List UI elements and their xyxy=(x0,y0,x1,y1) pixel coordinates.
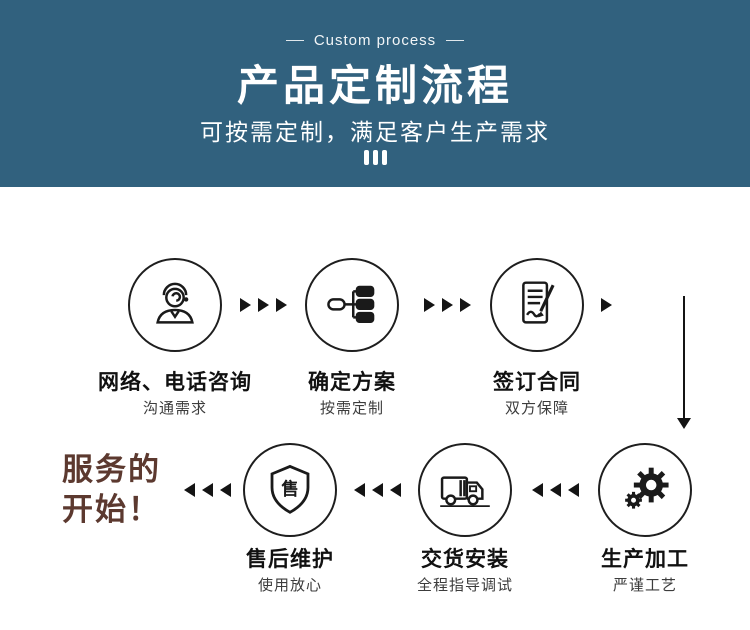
step-title: 生产加工 xyxy=(601,548,689,571)
step-title: 签订合同 xyxy=(493,371,581,394)
page-subtitle: 可按需定制，满足客户生产需求 xyxy=(200,119,550,145)
flow-arrow-left xyxy=(354,483,401,497)
left-triangle-icon xyxy=(550,483,561,497)
eyebrow-line-right xyxy=(446,40,465,41)
step-title: 网络、电话咨询 xyxy=(98,371,252,394)
left-triangle-icon xyxy=(532,483,543,497)
flow-arrow-right xyxy=(424,298,471,312)
eyebrow-line-left xyxy=(285,40,304,41)
step-subtitle: 沟通需求 xyxy=(142,400,207,417)
step-circle-contract xyxy=(490,258,584,352)
step-subtitle: 按需定制 xyxy=(319,400,384,417)
shield-character: 售 xyxy=(281,479,298,499)
left-triangle-icon xyxy=(568,483,579,497)
step-subtitle: 使用放心 xyxy=(257,577,322,594)
flow-connector-line xyxy=(683,296,685,418)
header-banner: Custom process 产品定制流程 可按需定制，满足客户生产需求 xyxy=(0,0,750,187)
bar xyxy=(372,150,378,165)
step-title: 确定方案 xyxy=(308,371,396,394)
flowchart-icon xyxy=(327,285,375,323)
left-triangle-icon xyxy=(184,483,195,497)
right-triangle-icon xyxy=(460,298,471,312)
after-sale-shield-icon: 售 xyxy=(270,464,310,514)
step-circle-delivery xyxy=(418,443,512,537)
right-triangle-icon xyxy=(442,298,453,312)
step-circle-aftersale: 售 xyxy=(243,443,337,537)
delivery-truck-icon xyxy=(440,476,490,508)
right-triangle-icon xyxy=(276,298,287,312)
flow-arrow-right xyxy=(240,298,287,312)
bar xyxy=(381,150,387,165)
page-title: 产品定制流程 xyxy=(236,62,513,109)
flow-arrow-left xyxy=(184,483,231,497)
step-subtitle: 双方保障 xyxy=(504,400,569,417)
step-subtitle: 全程指导调试 xyxy=(416,577,513,594)
left-triangle-icon xyxy=(372,483,383,497)
left-triangle-icon xyxy=(202,483,213,497)
bar xyxy=(363,150,369,165)
down-triangle-icon xyxy=(677,418,691,429)
step-title: 交货安装 xyxy=(421,548,509,571)
gears-icon xyxy=(625,467,669,509)
triple-bars-icon xyxy=(0,150,750,165)
step-circle-plan xyxy=(305,258,399,352)
left-triangle-icon xyxy=(220,483,231,497)
step-subtitle: 严谨工艺 xyxy=(612,577,677,594)
right-triangle-icon xyxy=(601,298,612,312)
step-circle-consult xyxy=(128,258,222,352)
right-triangle-icon xyxy=(240,298,251,312)
customer-consult-icon xyxy=(156,282,194,324)
step-circle-production xyxy=(598,443,692,537)
eyebrow-row: Custom process xyxy=(0,32,750,49)
contract-sign-icon xyxy=(522,281,555,324)
step-title: 售后维护 xyxy=(246,548,334,571)
service-start-line1: 服务的 xyxy=(62,452,161,487)
right-triangle-icon xyxy=(258,298,269,312)
left-triangle-icon xyxy=(390,483,401,497)
service-start-line2: 开始！ xyxy=(62,492,161,528)
eyebrow-text: Custom process xyxy=(313,32,437,49)
flow-arrow-right xyxy=(601,298,612,312)
flow-arrow-left xyxy=(532,483,579,497)
right-triangle-icon xyxy=(424,298,435,312)
left-triangle-icon xyxy=(354,483,365,497)
service-start-label: 服务的 开始！ xyxy=(62,450,161,531)
